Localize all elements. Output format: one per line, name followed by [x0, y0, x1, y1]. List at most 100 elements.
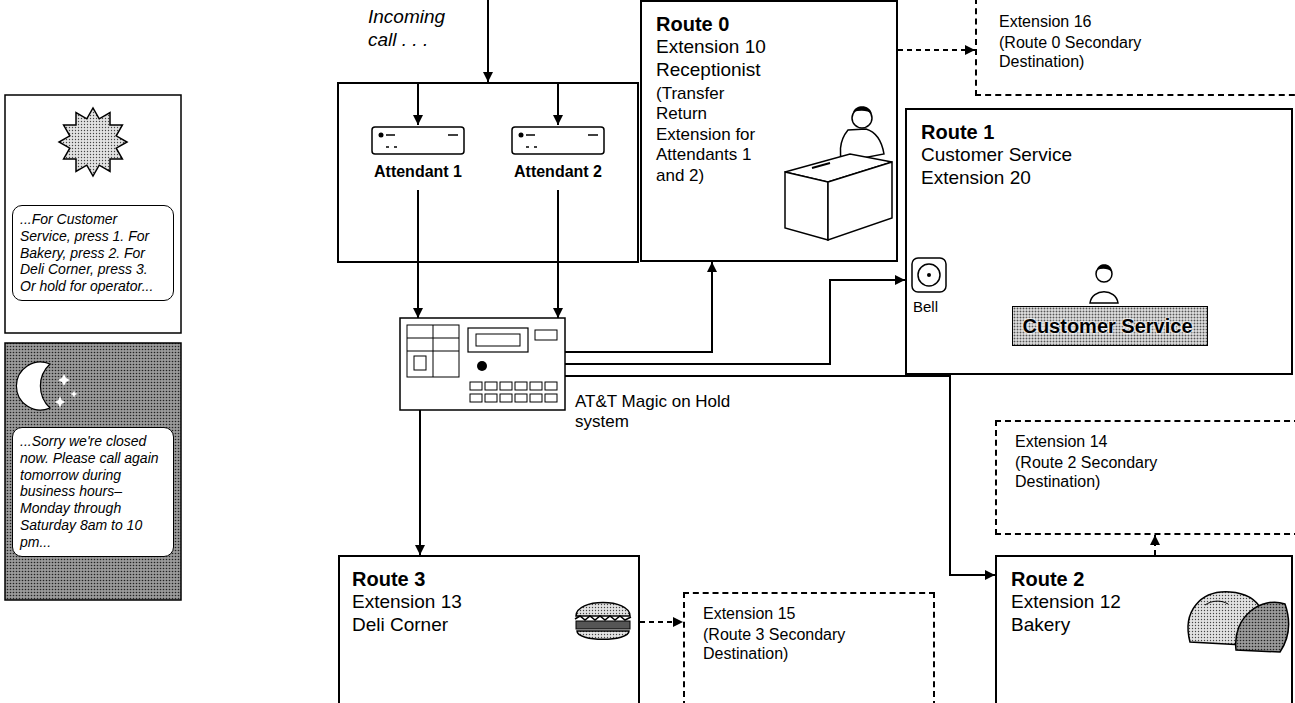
node-text: (Route 0 Secondary Destination)	[999, 33, 1174, 71]
attendant-group	[557, 84, 559, 125]
text-slot: Extension 13	[352, 591, 462, 614]
node-text: (Route 3 Secondary Destination)	[703, 625, 878, 663]
moon-icon	[16, 362, 50, 410]
text-slot: Receptionist	[656, 59, 761, 82]
hold-system-device	[500, 394, 512, 402]
secondary-destination-box: Extension 15 (Route 3 Secondary Destinati…	[683, 592, 935, 703]
secondary-route-arrow	[1154, 535, 1156, 555]
attendant-group	[487, 0, 489, 82]
hold-system-device	[485, 394, 497, 402]
text-slot: AT&T Magic on Hold system	[575, 392, 745, 433]
attendant-device	[512, 127, 604, 154]
hold-system-device	[414, 356, 426, 370]
text-slot: (Route 0 Secondary Destination)	[999, 33, 1174, 71]
hold-system-device	[515, 394, 527, 402]
node-title: Route 0	[656, 12, 729, 36]
route-box: Route 2Extension 12Bakery	[995, 555, 1293, 703]
label-slot: Bell	[913, 298, 938, 316]
hold-system-unit: AT&T Magic on Hold system	[400, 318, 565, 410]
service-agent-figure	[1090, 264, 1118, 303]
hold-system-device	[476, 334, 520, 346]
attendant-group	[338, 83, 638, 262]
hold-system-device	[468, 328, 528, 352]
node-text: Extension 12	[1011, 591, 1121, 614]
attendant-device	[386, 134, 395, 136]
hold-system-device	[477, 361, 487, 371]
text-slot: Route 3	[352, 567, 425, 591]
sun-icon	[59, 108, 127, 176]
message-bubble: ...Sorry we're closed now. Please call a…	[12, 427, 174, 557]
text-slot: Extension 20	[921, 167, 1031, 190]
bell-icon	[912, 258, 946, 292]
hold-system-device	[515, 382, 527, 390]
sandwich-icon	[576, 621, 630, 629]
text-slot: ...Sorry we're closed now. Please call a…	[20, 433, 166, 551]
call-route-arrow	[417, 190, 419, 318]
bell-icon	[918, 264, 940, 286]
text-slot: Bakery	[1011, 614, 1070, 637]
attendant-device	[372, 127, 464, 154]
receptionist-figure	[853, 106, 872, 114]
node-title: Customer Service	[1013, 314, 1202, 338]
secondary-route-arrow	[640, 621, 683, 623]
receptionist-figure	[812, 163, 830, 168]
star-icon	[58, 374, 70, 386]
text-slot: Deli Corner	[352, 614, 448, 637]
text-slot: Attendant 2	[503, 162, 613, 181]
attendant-device	[386, 146, 389, 148]
node-title: AT&T Magic on Hold system	[575, 392, 745, 433]
call-route-arrow	[565, 280, 905, 364]
call-route-arrow	[565, 262, 712, 352]
route-box: Route 3Extension 13Deli Corner	[338, 555, 640, 703]
node-text: Extension 13	[352, 591, 462, 614]
hold-system-device	[433, 325, 434, 377]
text-slot: Customer Service	[1013, 314, 1202, 338]
attendant-device	[448, 134, 458, 136]
bread-icon	[1188, 592, 1289, 652]
bell-icon	[912, 258, 946, 292]
hold-system-device	[485, 382, 497, 390]
text-slot: Route 1	[921, 120, 994, 144]
attendant-device	[519, 133, 524, 138]
route-box: Route 1Customer ServiceExtension 20Custo…	[905, 108, 1293, 375]
node-title: Attendant 2	[503, 162, 613, 181]
node-title: Extension 15	[703, 604, 796, 623]
day-panel	[5, 95, 181, 333]
sandwich-icon	[575, 616, 631, 620]
attendant-device	[534, 146, 537, 148]
hold-system-device	[470, 382, 482, 390]
attendant-device	[526, 134, 535, 136]
hold-system-device	[470, 394, 482, 402]
star-icon	[70, 390, 78, 398]
text-slot: Extension 10	[656, 36, 766, 59]
secondary-destination-box: Extension 16(Route 0 Secondary Destinati…	[975, 0, 1295, 96]
attendant-device	[512, 127, 604, 154]
text-slot: Attendant 1	[363, 162, 473, 181]
node-title: Route 2	[1011, 567, 1084, 591]
node-title: Extension 14	[1015, 432, 1108, 451]
hold-system-device	[400, 318, 565, 410]
node-text: (Route 2 Secondary Destination)	[1015, 453, 1190, 491]
receptionist-figure	[785, 172, 828, 240]
text-slot: Customer Service	[921, 144, 1072, 167]
sandwich-icon	[575, 603, 631, 640]
node-title: Route 1	[921, 120, 994, 144]
attendant-group	[417, 84, 419, 125]
sandwich-icon	[577, 631, 629, 639]
text-slot: Route 0	[656, 12, 729, 36]
label-slot: Incoming call . . .	[368, 6, 478, 52]
text-slot: Extension 15	[703, 604, 796, 623]
hold-system-device	[530, 394, 542, 402]
bread-icon	[1205, 601, 1228, 605]
attendant-device	[588, 134, 598, 136]
attendant-unit: Attendant 1	[363, 126, 479, 190]
route-box: Route 0Extension 10Receptionist(Transfer…	[640, 0, 898, 262]
incoming-call-label: Incoming call . . .	[368, 6, 478, 52]
attendant-device	[526, 146, 529, 148]
message-bubble: ...For Customer Service, press 1. For Ba…	[12, 205, 174, 301]
text-slot: Extension 12	[1011, 591, 1121, 614]
service-agent-figure	[1090, 292, 1118, 303]
text-slot: (Route 3 Secondary Destination)	[703, 625, 878, 663]
star-icon	[55, 396, 65, 408]
